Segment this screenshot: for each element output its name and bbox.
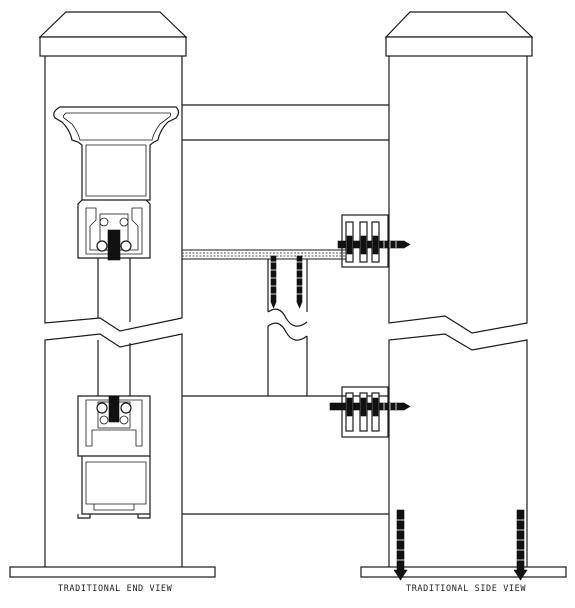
end-view-base-plate — [9, 566, 216, 578]
side-view-post-upper — [388, 56, 528, 334]
side-view-post-lower — [388, 333, 528, 567]
end-view-post-upper — [44, 56, 183, 332]
side-view-caption: TRADITIONAL SIDE VIEW — [406, 584, 527, 594]
end-view-caption: TRADITIONAL END VIEW — [58, 584, 173, 594]
middle-rail — [181, 249, 348, 260]
end-view-bottom-rail-profile — [77, 395, 151, 519]
picket-screws — [269, 255, 304, 309]
end-view-post — [9, 11, 216, 578]
side-view-lower-bracket — [329, 386, 411, 438]
end-view-post-cap — [38, 11, 188, 57]
side-view-post — [360, 11, 567, 578]
side-view-anchor-screws — [393, 509, 528, 581]
side-view-post-cap — [384, 11, 534, 57]
end-view-post-lower — [44, 333, 183, 567]
horizontal-rails — [181, 104, 389, 515]
side-view-base-plate — [360, 566, 567, 578]
end-view-top-rail-profile — [53, 106, 180, 261]
center-picket — [267, 259, 308, 396]
side-view-upper-bracket — [337, 214, 411, 268]
end-view-tube — [97, 258, 131, 396]
